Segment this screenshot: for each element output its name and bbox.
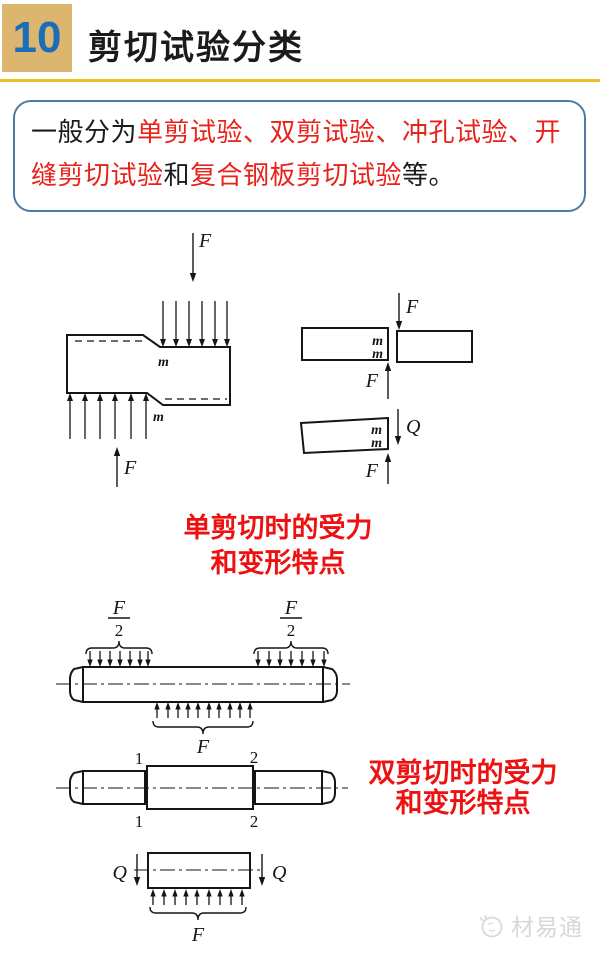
watermark-logo-icon: [479, 914, 503, 938]
shear-label-Q: Q: [406, 416, 421, 438]
force-label-F: F: [405, 296, 419, 318]
watermark: 材易通: [476, 908, 583, 942]
double-shear-load-figure: F 2 F 2: [56, 597, 350, 758]
half-force-denominator: 2: [287, 621, 296, 640]
distributed-load-arrows-bottom: [66, 392, 150, 440]
half-force-numerator: F: [112, 597, 126, 619]
single-shear-caption: 单剪切时的受力 和变形特点: [138, 511, 418, 581]
overbrace: [253, 640, 329, 655]
section-label-m: m: [153, 410, 164, 425]
caption-line: 单剪切时的受力: [183, 513, 373, 543]
section-label-1: 1: [135, 812, 144, 831]
force-arrow-F-up: [113, 447, 121, 487]
slide-number-box: 10: [2, 4, 72, 72]
intro-box: 一般分为单剪试验、双剪试验、冲孔试验、开缝剪切试验和复合钢板剪切试验等。: [13, 100, 586, 212]
caption-line: 双剪切时的受力: [368, 758, 558, 788]
intro-seg-red: 单剪试验、双剪试验、冲孔试验、开缝剪切试验: [31, 118, 562, 190]
double-shear-deformed-figure: 1 1 2 2: [56, 748, 348, 831]
half-force-denominator: 2: [115, 621, 124, 640]
section-label-2: 2: [250, 812, 259, 831]
shear-forces-figure: Q Q F: [113, 852, 287, 946]
shear-label-Q: Q: [113, 862, 128, 884]
distributed-load-arrows-top-right: [254, 650, 328, 668]
header-divider: [0, 79, 600, 82]
double-shear-caption: 双剪切时的受力 和变形特点: [360, 758, 566, 818]
force-label-F: F: [198, 230, 212, 252]
section-label-m: m: [371, 423, 382, 438]
underbrace: [152, 720, 254, 735]
distributed-load-arrows-bottom: [149, 888, 246, 906]
watermark-text: 材易通: [511, 914, 583, 940]
force-label-F: F: [123, 457, 137, 479]
force-arrow-F-up: [384, 453, 392, 484]
page-title: 剪切试验分类: [88, 29, 304, 67]
single-shear-plane-figure: m m F F m m Q F: [299, 293, 473, 484]
distributed-load-arrows-top: [159, 300, 231, 348]
section-label-m: m: [158, 355, 169, 370]
intro-paragraph: 一般分为单剪试验、双剪试验、冲孔试验、开缝剪切试验和复合钢板剪切试验等。: [31, 111, 568, 197]
shear-label-Q: Q: [272, 862, 287, 884]
overbrace: [85, 640, 153, 655]
section-label-2: 2: [250, 748, 259, 767]
shear-arrow-Q-down: [394, 409, 402, 445]
caption-line: 和变形特点: [395, 788, 531, 818]
caption-line: 和变形特点: [210, 548, 346, 578]
section-label-m: m: [371, 436, 382, 451]
intro-seg-plain: 一般分为: [31, 118, 138, 147]
intro-seg-plain: 和: [163, 161, 191, 190]
intro-seg-plain: 等。: [402, 161, 456, 190]
single-shear-specimen-figure: F F m m: [66, 230, 231, 487]
force-label-F: F: [365, 370, 379, 392]
force-label-F: F: [196, 736, 210, 758]
underbrace: [149, 906, 247, 921]
distributed-load-arrows-bottom: [153, 701, 254, 719]
force-arrow-F-down: [395, 293, 403, 330]
section-label-m: m: [372, 347, 383, 362]
shear-arrow-Q-right: [258, 854, 266, 886]
section-label-1: 1: [135, 749, 144, 768]
force-label-F: F: [191, 924, 205, 946]
force-arrow-F-down: [189, 233, 197, 282]
force-arrow-F-up: [384, 362, 392, 399]
force-label-F: F: [365, 460, 379, 482]
shear-arrow-Q-left: [133, 854, 141, 886]
intro-seg-red: 复合钢板剪切试验: [190, 161, 403, 190]
half-force-numerator: F: [284, 597, 298, 619]
section-label-m: m: [372, 334, 383, 349]
distributed-load-arrows-top-left: [86, 650, 152, 668]
slide-number: 10: [12, 13, 62, 62]
